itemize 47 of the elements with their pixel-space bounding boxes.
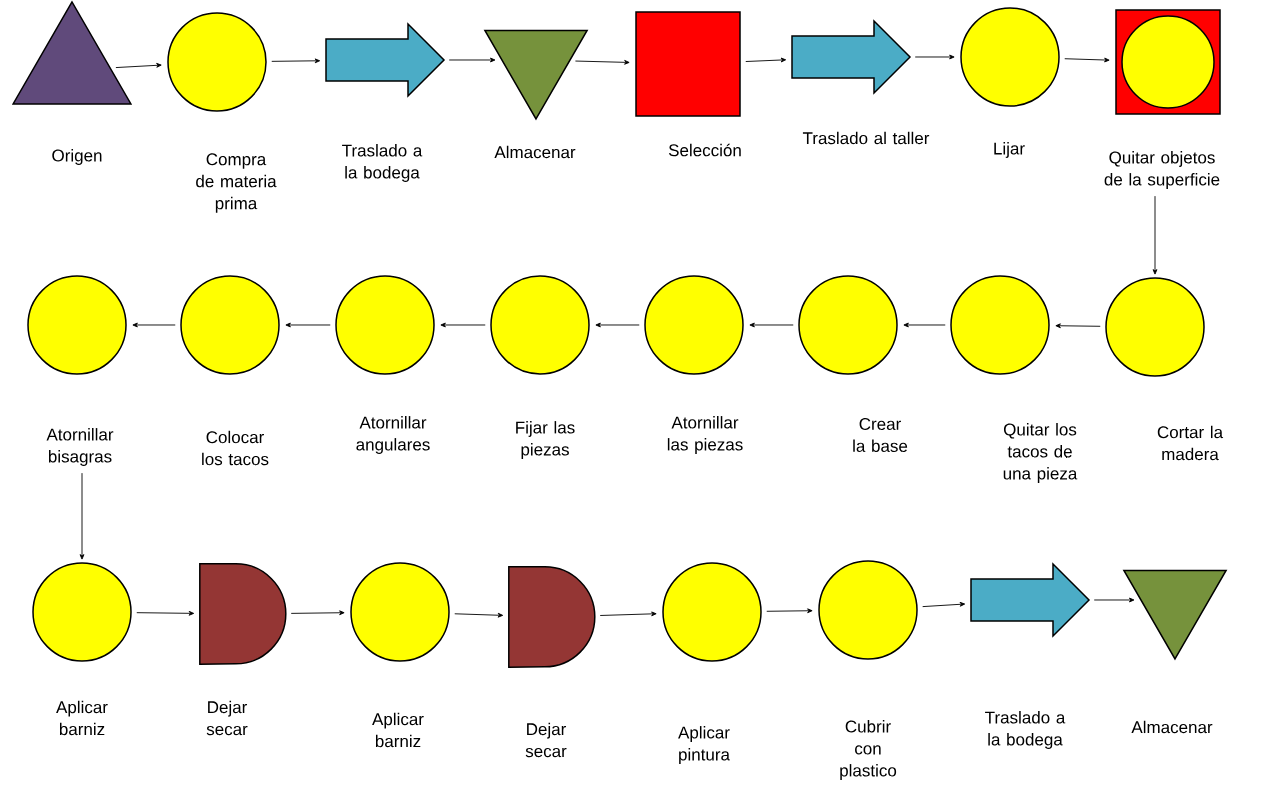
arrow bbox=[1152, 195, 1158, 275]
step-label: Cortar la madera bbox=[1157, 425, 1224, 461]
step-label: Compra de materia prima bbox=[196, 153, 277, 213]
arrow bbox=[448, 57, 496, 63]
step-label: Aplicar pintura bbox=[678, 726, 730, 764]
arrow bbox=[595, 322, 640, 328]
step-label: Almacenar bbox=[1131, 720, 1213, 734]
arrow bbox=[903, 322, 946, 328]
step-label: Quitar objetos de la superficie bbox=[1104, 151, 1220, 189]
arrow bbox=[1093, 597, 1135, 603]
step-label: Selección bbox=[668, 143, 741, 157]
step-label: Cubrir con plastico bbox=[840, 720, 897, 780]
arrow bbox=[766, 608, 813, 614]
step-label: Dejar secar bbox=[206, 700, 248, 736]
step-label: Atornillar las piezas bbox=[667, 416, 743, 454]
arrow bbox=[115, 62, 162, 69]
arrow bbox=[749, 322, 794, 328]
arrow bbox=[914, 54, 955, 60]
step-label: Lijar bbox=[994, 142, 1025, 158]
step-label: Dejar secar bbox=[525, 722, 567, 758]
step-label: Colocar los tacos bbox=[202, 430, 269, 466]
arrow bbox=[574, 59, 630, 65]
step-label: Fijar las piezas bbox=[516, 421, 575, 459]
step-label: Atornillar angulares bbox=[356, 416, 430, 454]
step-label: Aplicar barniz bbox=[56, 700, 108, 736]
arrow bbox=[1055, 323, 1101, 329]
arrow bbox=[79, 472, 85, 560]
step-label: Aplicar barniz bbox=[372, 712, 424, 748]
step-label: Almacenar bbox=[494, 145, 576, 159]
step-label: Origen bbox=[52, 149, 102, 165]
step-label: Crear la base bbox=[853, 418, 908, 452]
arrow bbox=[1064, 57, 1110, 63]
step-label: Traslado a la bodega bbox=[342, 144, 423, 182]
arrow bbox=[599, 611, 657, 617]
step-label: Quitar los tacos de una pieza bbox=[1003, 423, 1078, 483]
arrow bbox=[922, 601, 966, 608]
arrow bbox=[454, 612, 504, 618]
arrow bbox=[136, 610, 195, 616]
arrow bbox=[132, 322, 176, 328]
arrow bbox=[271, 58, 321, 64]
step-label: Traslado al taller bbox=[802, 131, 930, 145]
arrow bbox=[440, 322, 486, 328]
step-label: Traslado a la bodega bbox=[985, 711, 1066, 749]
arrow bbox=[290, 610, 345, 616]
arrow bbox=[285, 322, 331, 328]
step-label: Atornillar bisagras bbox=[46, 428, 114, 466]
arrow bbox=[745, 57, 787, 63]
